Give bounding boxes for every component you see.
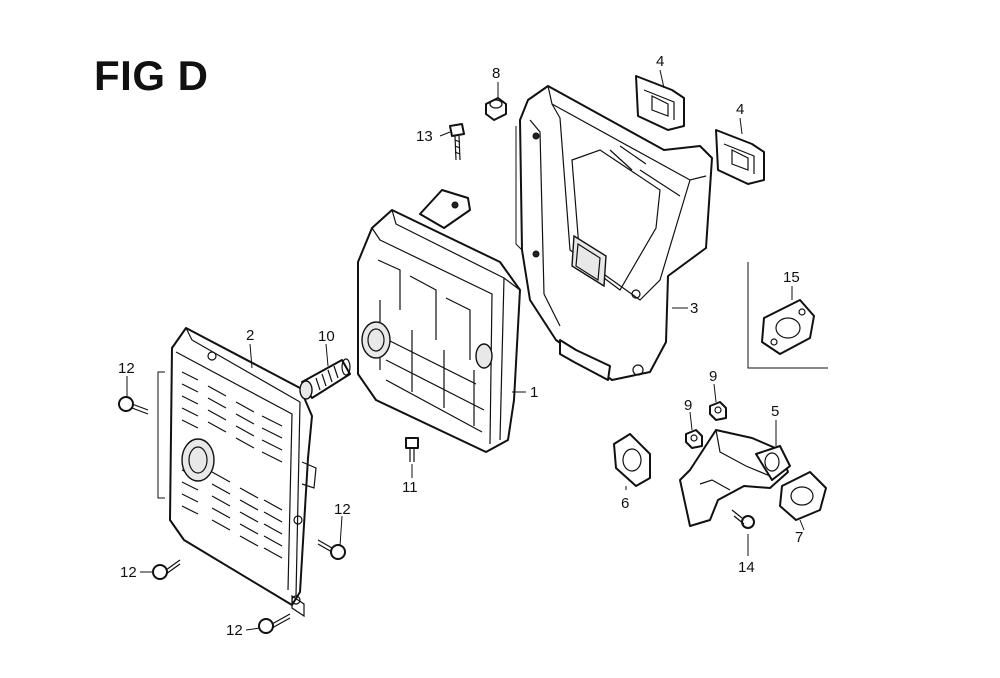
bolt-part-11 (405, 437, 419, 462)
callout-14: 14 (738, 559, 755, 576)
callout-12-b: 12 (334, 501, 351, 518)
callout-9-lower: 9 (684, 397, 692, 414)
collar-part-8 (485, 97, 507, 121)
callout-12-a: 12 (118, 360, 135, 377)
clip-part-4-upper (635, 75, 685, 131)
callout-13: 13 (416, 128, 433, 145)
gasket-part-15 (747, 262, 828, 369)
clip-part-4-lower (715, 129, 765, 185)
flange-bolt-part-12-b (317, 539, 346, 560)
flange-bolt-part-12-d (258, 613, 291, 634)
tail-pipe-part-10 (299, 358, 351, 400)
callout-7: 7 (795, 529, 803, 546)
gasket-part-7 (779, 471, 827, 521)
callout-labels: 1 2 3 4 4 5 6 7 8 9 9 10 11 12 12 12 12 … (118, 53, 803, 639)
callout-4-upper: 4 (656, 53, 664, 70)
nut-part-9-b (685, 429, 703, 449)
callout-12-c: 12 (120, 564, 137, 581)
leader-lines (126, 69, 805, 631)
gasket-part-6 (613, 433, 651, 487)
bolt-part-14 (731, 509, 755, 529)
muffler-protector-part-2 (157, 327, 317, 618)
callout-1: 1 (530, 384, 538, 401)
muffler-body-part-1 (357, 189, 521, 453)
exhaust-pipe-part-5 (679, 429, 791, 527)
callout-10: 10 (318, 328, 335, 345)
flange-bolt-part-12-a (118, 396, 149, 415)
nut-part-9-a (709, 401, 727, 421)
callout-9-upper: 9 (709, 368, 717, 385)
callout-15: 15 (783, 269, 800, 286)
flange-bolt-part-12-c (152, 559, 181, 580)
callout-4-lower: 4 (736, 101, 744, 118)
callout-11: 11 (402, 479, 418, 496)
bolt-part-13 (449, 123, 465, 161)
callout-5: 5 (771, 403, 779, 420)
callout-12-d: 12 (226, 622, 243, 639)
callout-3: 3 (690, 300, 698, 317)
figure-title: FIG D (94, 52, 209, 99)
callout-2: 2 (246, 327, 254, 344)
callout-6: 6 (621, 495, 629, 512)
callout-8: 8 (492, 65, 500, 82)
muffler-cover-part-3 (515, 85, 713, 381)
